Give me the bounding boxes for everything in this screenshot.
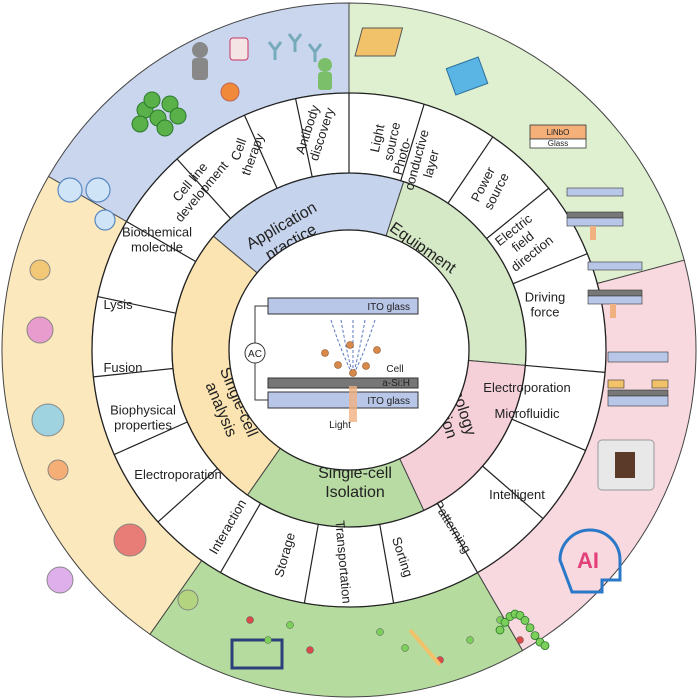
sector-divider [113, 421, 188, 456]
sector-divider [525, 364, 606, 373]
sector-divider [176, 158, 232, 219]
sector-label-line: Lysis [103, 297, 133, 312]
sector-label-7: Microfluidic [494, 406, 560, 421]
sector-label-line: Driving [525, 290, 565, 305]
sector-label-line: Biophysical [110, 403, 176, 418]
light-label: Light [329, 420, 351, 431]
sector-divider [219, 502, 262, 573]
sector-label-16: Fusion [103, 360, 142, 375]
sector-divider [93, 367, 174, 378]
sector-label-line: Transportation [332, 520, 354, 604]
sector-divider [436, 502, 479, 573]
sector-divider [486, 187, 550, 240]
sector-divider [482, 465, 544, 520]
ito-glass-top-label: ITO glass [367, 302, 410, 313]
cell-dot [349, 369, 357, 377]
cell-dot [334, 361, 342, 369]
technology-illustration: AI [558, 351, 669, 594]
svg-text:Isolation: Isolation [325, 484, 385, 501]
sector-divider [447, 136, 494, 204]
equipment-illustration: LiNbO Glass [354, 27, 643, 318]
sector-label-line: Light [367, 123, 388, 154]
sector-divider [512, 253, 588, 285]
sector-label-line: force [531, 305, 560, 320]
ac-source [244, 342, 266, 364]
cell-dot [321, 349, 329, 357]
sector-label-line: Intelligent [489, 487, 545, 502]
ito-glass-bottom-label: ITO glass [367, 396, 410, 407]
sector-divider [511, 418, 586, 451]
cell-label: Cell [386, 364, 403, 375]
sector-divider [379, 524, 395, 604]
sector-label-line: molecule [131, 240, 183, 255]
isolation-illustration [230, 609, 550, 670]
center-circle [228, 229, 470, 471]
sector-divider [294, 98, 313, 177]
sector-divider [97, 295, 176, 314]
sector-label-14: Electroporation [134, 467, 221, 482]
sector-label-11: Transportation [332, 520, 354, 604]
application-illustration [131, 33, 332, 137]
sector-label-line: Cell [228, 136, 250, 162]
sector-divider [126, 220, 197, 263]
sector-label-8: Intelligent [489, 487, 545, 502]
svg-text:AI: AI [577, 548, 599, 573]
ac-label: AC [248, 349, 262, 360]
sector-divider [243, 114, 278, 189]
sector-divider [400, 104, 425, 181]
sector-label-line: Microfluidic [494, 406, 560, 421]
analysis-illustration [26, 177, 199, 611]
svg-text:Glass: Glass [548, 139, 568, 148]
sector-label-line: layer [420, 148, 442, 180]
svg-text:LiNbO: LiNbO [547, 128, 570, 137]
sector-label-line: properties [114, 418, 172, 433]
cell-dot [346, 341, 354, 349]
sector-label-line: Electroporation [483, 380, 570, 395]
sector-divider [303, 524, 319, 604]
asi-label: a-Si:H [382, 378, 410, 389]
sector-label-6: Electroporation [483, 380, 570, 395]
sector-label-17: Lysis [103, 297, 133, 312]
cell-dot [362, 362, 370, 370]
sector-label-line: Electroporation [134, 467, 221, 482]
cell-dot [373, 346, 381, 354]
sector-divider [157, 467, 218, 523]
asi-layer [267, 377, 419, 389]
sector-label-line: Fusion [103, 360, 142, 375]
sector-label-line: Biochemical [122, 225, 192, 240]
